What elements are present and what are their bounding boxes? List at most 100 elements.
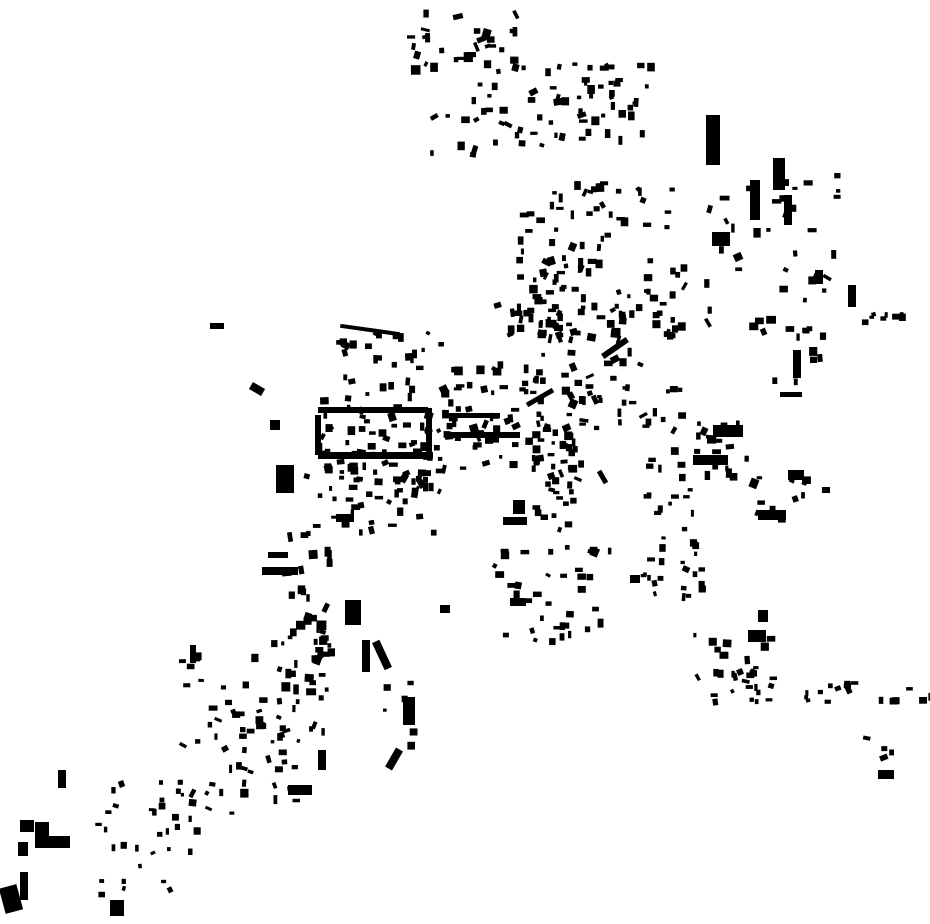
building [822, 288, 827, 293]
building [792, 186, 798, 190]
building [528, 87, 539, 97]
building [412, 349, 417, 359]
building [782, 266, 789, 273]
building [562, 255, 566, 262]
building [407, 35, 416, 39]
building [514, 132, 520, 139]
building [600, 336, 630, 360]
building [779, 195, 786, 202]
building [681, 565, 691, 574]
building [498, 120, 506, 127]
building [788, 470, 804, 480]
building [324, 463, 331, 471]
building [353, 477, 360, 483]
building [522, 380, 529, 387]
building [594, 425, 600, 431]
building [758, 610, 768, 622]
building [135, 844, 139, 852]
building [276, 731, 286, 740]
building [514, 310, 523, 317]
building [537, 114, 543, 121]
building [817, 689, 823, 695]
building [687, 488, 693, 492]
building [492, 436, 499, 441]
building [553, 274, 559, 283]
building [787, 204, 797, 212]
building [445, 413, 500, 418]
building [493, 139, 498, 146]
building [403, 697, 415, 725]
building [311, 720, 318, 730]
building [716, 438, 723, 443]
building [599, 65, 609, 71]
building [769, 676, 777, 681]
building [615, 289, 622, 296]
building [639, 130, 645, 138]
building [889, 749, 894, 756]
building [256, 708, 263, 714]
building [833, 194, 841, 199]
building [271, 781, 278, 789]
building [471, 97, 476, 105]
building [532, 431, 541, 439]
building [556, 63, 562, 70]
building [656, 310, 663, 316]
building [577, 573, 586, 580]
building [452, 419, 457, 428]
building [792, 250, 798, 257]
building [694, 448, 701, 454]
building [473, 41, 480, 53]
building [706, 204, 713, 214]
building [831, 250, 837, 259]
building [204, 805, 213, 812]
building [570, 497, 577, 504]
building [643, 274, 653, 282]
building [121, 878, 126, 884]
building [809, 347, 818, 356]
building [547, 453, 555, 457]
building [240, 727, 246, 733]
building [579, 119, 588, 123]
building [549, 201, 555, 210]
building [481, 459, 491, 467]
building [880, 316, 887, 321]
building [666, 389, 670, 394]
building [500, 548, 509, 552]
building [540, 615, 544, 621]
building [712, 698, 719, 706]
building [339, 470, 345, 474]
building [304, 673, 314, 683]
building [364, 419, 370, 424]
building [313, 638, 318, 645]
building [441, 464, 447, 474]
building [341, 348, 349, 357]
building [98, 891, 105, 898]
building [421, 347, 425, 353]
building [525, 387, 555, 408]
building [618, 310, 623, 318]
building [530, 390, 537, 394]
building [343, 374, 348, 381]
building [869, 315, 874, 319]
building [58, 770, 66, 788]
building [315, 415, 321, 455]
building [286, 531, 294, 543]
building [559, 286, 565, 292]
building [578, 108, 583, 114]
building [717, 669, 724, 678]
building [545, 290, 554, 295]
building [275, 714, 282, 721]
building [420, 442, 430, 451]
building [520, 549, 530, 555]
building [229, 764, 233, 774]
building [552, 321, 560, 330]
building [288, 785, 312, 795]
building [518, 140, 526, 147]
building [538, 321, 543, 328]
building [503, 417, 511, 426]
building [710, 693, 718, 697]
building [793, 350, 801, 378]
building [532, 637, 538, 643]
building [415, 475, 422, 482]
building [348, 484, 358, 490]
